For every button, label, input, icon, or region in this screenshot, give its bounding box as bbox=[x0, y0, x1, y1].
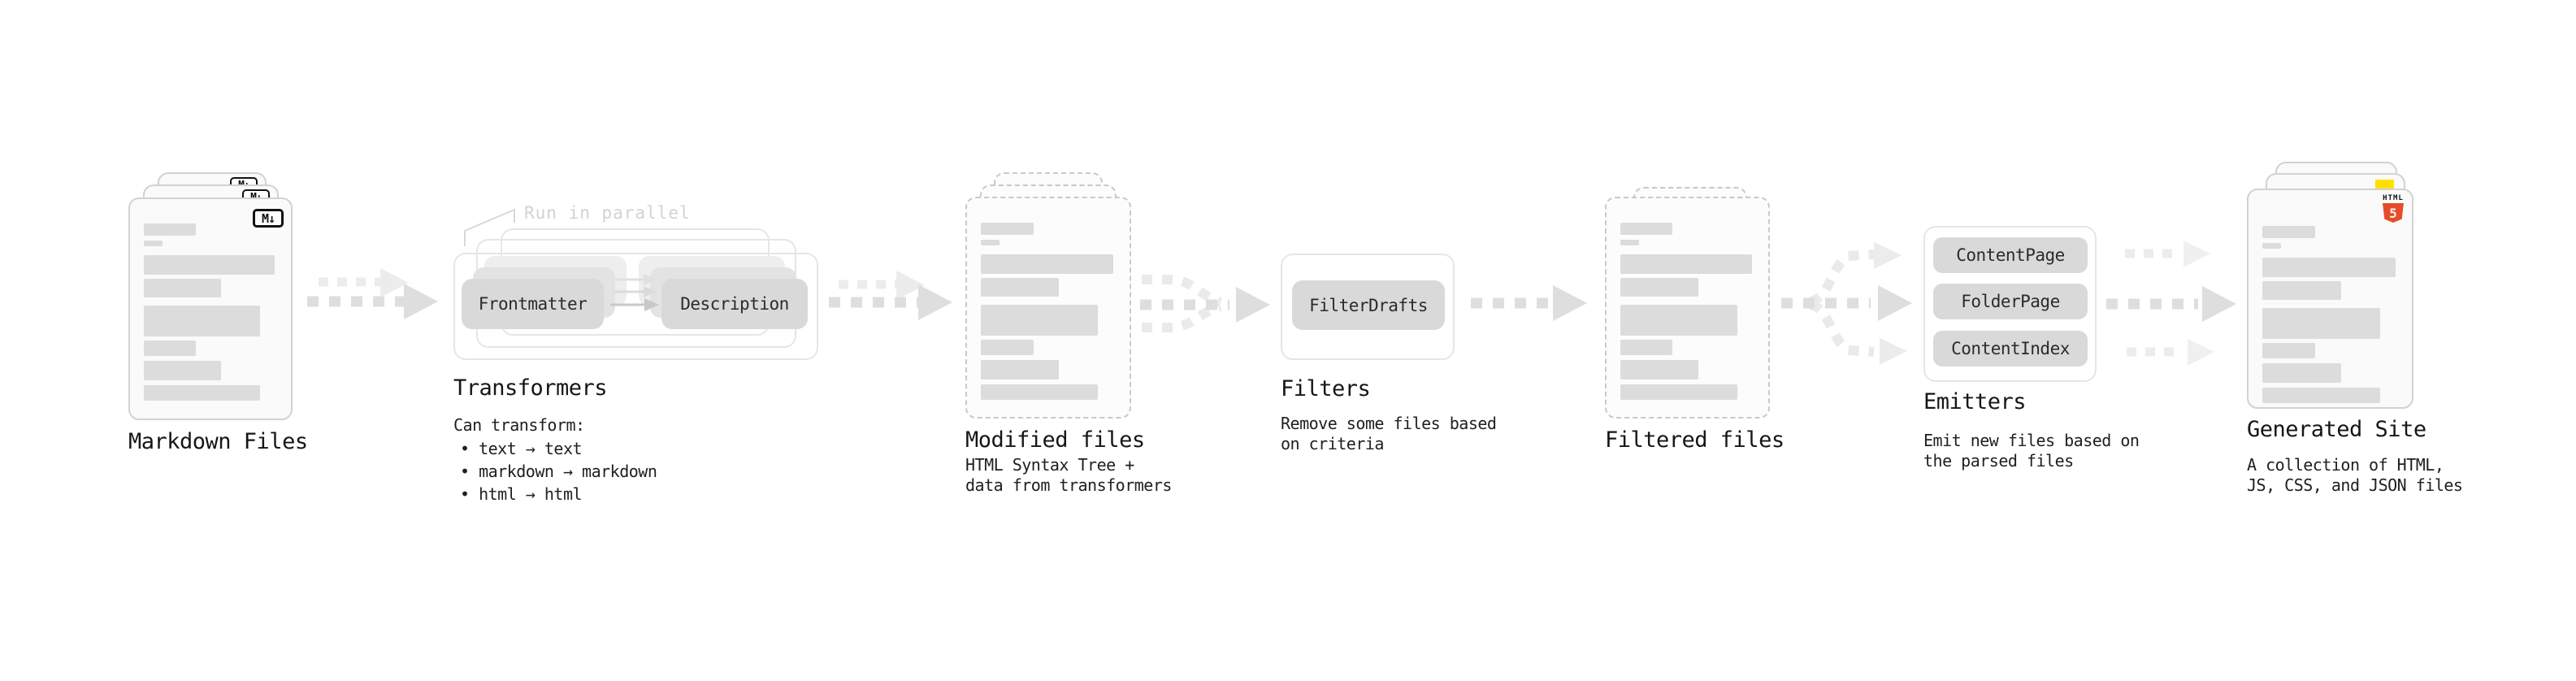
generated-site-desc: A collection of HTML, JS, CSS, and JSON … bbox=[2247, 455, 2463, 496]
html5-logo-shield: 5 bbox=[2383, 203, 2404, 223]
file-content-lines bbox=[2262, 226, 2398, 403]
transformer-layer-front bbox=[453, 253, 818, 360]
desc-line: HTML Syntax Tree + bbox=[965, 455, 1134, 475]
desc-line: JS, CSS, and JSON files bbox=[2247, 475, 2463, 495]
desc-line: data from transformers bbox=[965, 475, 1172, 495]
emitters-desc: Emit new files based on the parsed files bbox=[1923, 431, 2140, 471]
run-in-parallel-note: Run in parallel bbox=[524, 203, 691, 223]
file-content-lines bbox=[981, 223, 1116, 400]
html5-logo-icon: HTML 5 bbox=[2381, 194, 2405, 223]
desc-line: Emit new files based on bbox=[1923, 431, 2140, 450]
filters-container bbox=[1281, 254, 1455, 360]
arrows-emitters-to-generated bbox=[2106, 241, 2236, 366]
arrow-filters-to-filtered bbox=[1471, 285, 1587, 321]
stage-label-filtered-files: Filtered files bbox=[1605, 427, 1785, 453]
emitter-node-contentpage: ContentPage bbox=[1933, 237, 2088, 273]
arrow-filtered-to-emitters-fanout bbox=[1781, 242, 1912, 365]
desc-line: Remove some files based bbox=[1281, 414, 1497, 433]
desc-line: the parsed files bbox=[1923, 451, 2074, 471]
desc-line: A collection of HTML, bbox=[2247, 455, 2444, 475]
stage-label-transformers: Transformers bbox=[453, 375, 608, 401]
modified-files-desc: HTML Syntax Tree + data from transformer… bbox=[965, 455, 1172, 496]
file-sheet-front: M↓ bbox=[128, 197, 293, 420]
transformers-bullet-list: • text → text • markdown → markdown • ht… bbox=[460, 437, 657, 505]
markdown-logo-icon: M↓ bbox=[253, 209, 284, 228]
arrow-transformers-to-modified bbox=[829, 271, 952, 320]
emitter-node-folderpage: FolderPage bbox=[1933, 284, 2088, 319]
stage-label-filters: Filters bbox=[1281, 376, 1371, 401]
arrow-modified-to-filters-merge bbox=[1140, 275, 1270, 332]
bullet-item: • markdown → markdown bbox=[460, 462, 657, 481]
stage-label-modified-files: Modified files bbox=[965, 427, 1145, 453]
emitter-node-contentindex: ContentIndex bbox=[1933, 331, 2088, 367]
file-sheet-html: HTML 5 bbox=[2247, 189, 2413, 409]
file-sheet-front bbox=[1605, 197, 1770, 419]
arrow-markdown-to-transformers bbox=[307, 268, 438, 319]
desc-line: on criteria bbox=[1281, 434, 1384, 453]
emitters-container bbox=[1923, 226, 2097, 382]
stage-label-emitters: Emitters bbox=[1923, 389, 2027, 414]
bullet-item: • html → html bbox=[460, 484, 583, 504]
filter-node-filterdrafts: FilterDrafts bbox=[1292, 280, 1445, 330]
transformers-note: Can transform: bbox=[453, 415, 585, 435]
bullet-item: • text → text bbox=[460, 439, 583, 458]
html5-logo-text: HTML bbox=[2383, 194, 2404, 202]
stage-label-generated-site: Generated Site bbox=[2247, 417, 2426, 442]
transformer-node-description: Description bbox=[661, 279, 808, 329]
file-content-lines bbox=[144, 223, 277, 401]
filters-desc: Remove some files based on criteria bbox=[1281, 414, 1497, 454]
stage-label-markdown-files: Markdown Files bbox=[128, 429, 308, 454]
file-sheet-front bbox=[965, 197, 1131, 419]
file-content-lines bbox=[1620, 223, 1754, 400]
transformer-node-frontmatter: Frontmatter bbox=[462, 279, 604, 329]
